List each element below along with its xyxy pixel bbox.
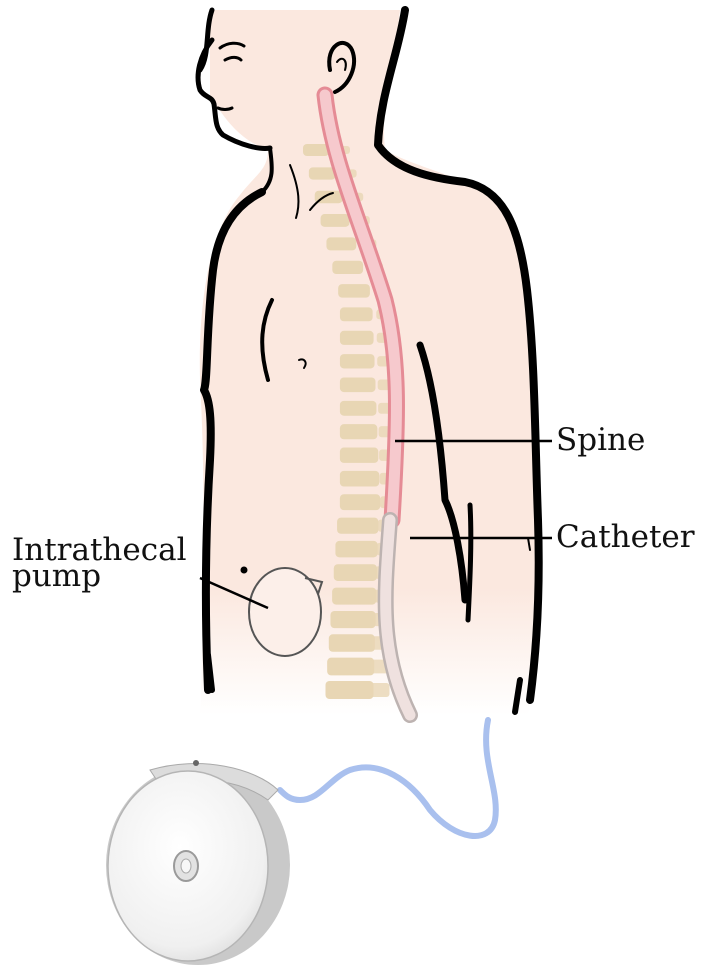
vertebra — [327, 658, 374, 676]
vertebra — [340, 424, 377, 439]
vertebra — [309, 167, 336, 179]
vertebra — [340, 494, 380, 510]
vertebra — [334, 564, 377, 581]
vertebra — [303, 144, 329, 156]
vertebra — [330, 611, 375, 628]
spine-label: Spine — [556, 422, 645, 458]
vertebra — [329, 634, 375, 651]
vertebra — [326, 237, 356, 250]
vertebra — [338, 284, 370, 298]
vertebra — [340, 448, 378, 463]
catheter-label: Catheter — [556, 519, 695, 555]
vertebra — [340, 471, 379, 487]
vertebra — [332, 261, 363, 274]
vertebra-process — [370, 683, 390, 697]
vertebra — [340, 307, 373, 321]
vertebra — [326, 681, 374, 699]
vertebra — [340, 331, 374, 345]
external-catheter-tube — [280, 720, 496, 836]
vertebra — [340, 401, 377, 416]
vertebra — [332, 588, 376, 605]
vertebra — [340, 354, 375, 368]
implanted-pump-outline — [249, 568, 322, 656]
pump-device — [106, 760, 290, 965]
vertebra — [337, 518, 378, 534]
vertebra — [321, 214, 350, 227]
vertebra — [335, 541, 377, 557]
pump-label-line2: pump — [12, 558, 101, 594]
vertebra — [340, 377, 376, 392]
